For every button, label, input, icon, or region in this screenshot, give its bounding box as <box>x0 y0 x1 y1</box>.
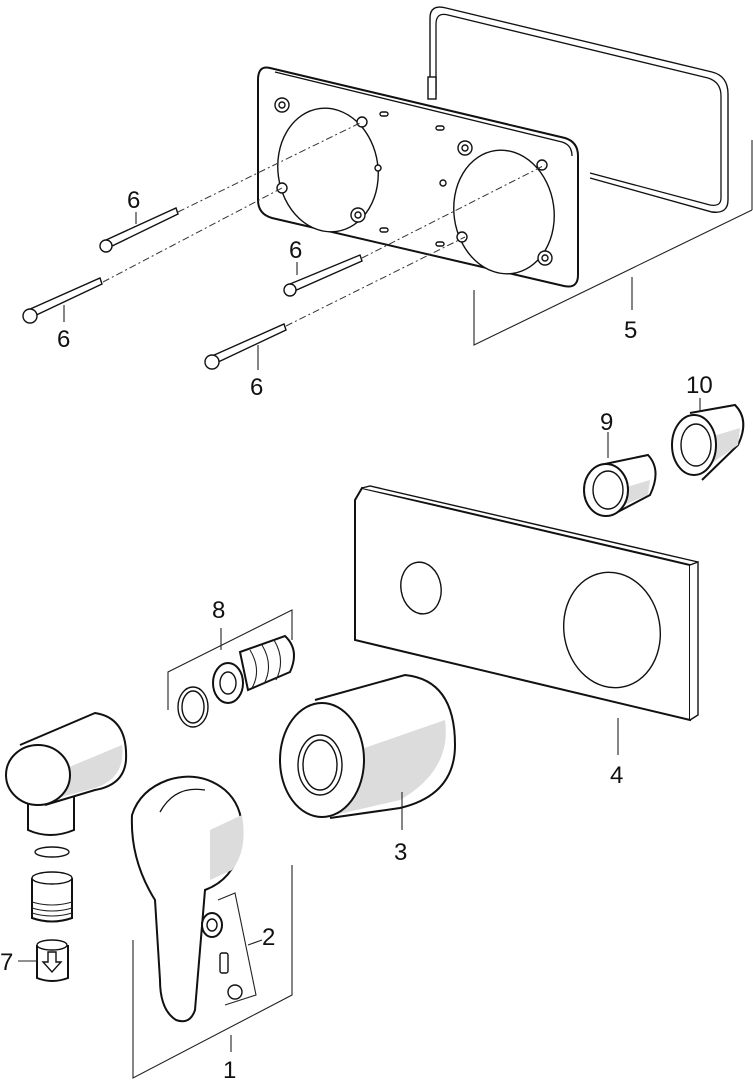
extension-set <box>177 634 295 728</box>
cover-plate <box>354 485 699 722</box>
lever-handle <box>130 775 244 1023</box>
label-5: 5 <box>624 317 637 344</box>
label-3: 3 <box>394 839 407 866</box>
mounting-plate <box>257 66 579 288</box>
label-7: 7 <box>0 949 13 976</box>
threaded-nipple <box>31 871 73 923</box>
label-2: 2 <box>262 924 275 951</box>
label-10: 10 <box>686 372 713 399</box>
fixing-set <box>201 892 257 1006</box>
adapter-9 <box>583 453 657 517</box>
label-1: 1 <box>223 1057 236 1080</box>
label-6-b: 6 <box>57 326 70 353</box>
bracket-8 <box>167 609 293 710</box>
bracket-1 <box>132 865 293 1079</box>
down-arrow-icon <box>41 951 63 974</box>
adapter-10 <box>671 403 745 481</box>
mounting-frame <box>427 6 729 213</box>
outlet-elbow <box>5 711 128 836</box>
label-4: 4 <box>610 762 623 789</box>
bracket-5 <box>473 140 753 346</box>
label-6-c: 6 <box>289 237 302 264</box>
label-9: 9 <box>600 409 613 436</box>
o-ring <box>34 846 70 858</box>
rosette-sleeve <box>279 673 457 819</box>
screws-6 <box>22 121 546 370</box>
flow-insert <box>36 939 69 982</box>
label-8: 8 <box>212 597 225 624</box>
label-6-a: 6 <box>127 187 140 214</box>
label-6-d: 6 <box>250 374 263 401</box>
